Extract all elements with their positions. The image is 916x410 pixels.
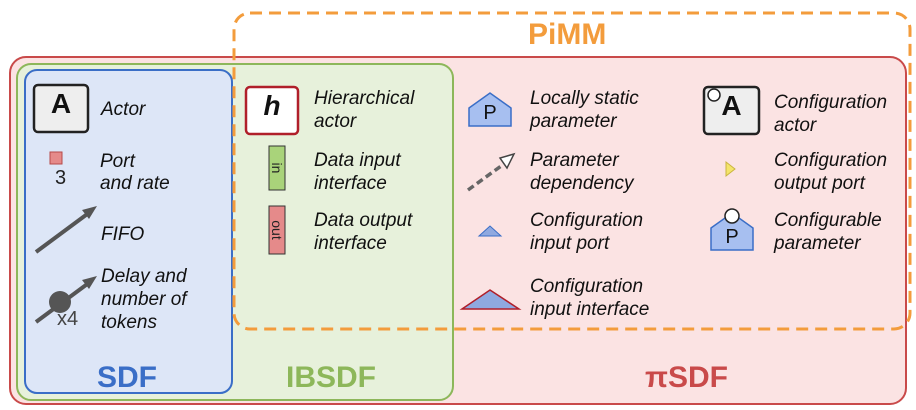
- data-input-glyph: in: [269, 162, 285, 174]
- configurable-parameter-icon: [710, 208, 754, 251]
- data-input-label-2: interface: [314, 173, 387, 194]
- configurable-parameter-label-1: Configurable: [774, 210, 882, 231]
- hierarchical-actor-label-1: Hierarchical: [314, 88, 415, 109]
- configuration-actor-icon: [702, 85, 761, 136]
- sdf-title: SDF: [97, 361, 157, 394]
- data-input-interface-icon: [268, 145, 286, 191]
- configuration-input-interface-icon: [459, 289, 522, 310]
- data-input-label-1: Data input: [314, 150, 401, 171]
- fifo-label: FIFO: [101, 224, 145, 245]
- port-label-2: and rate: [100, 173, 170, 194]
- configuration-input-interface-label-2: input interface: [530, 299, 650, 320]
- hierarchical-actor-glyph: h: [263, 90, 281, 121]
- delay-icon: [34, 276, 97, 324]
- configurable-parameter-glyph: P: [725, 226, 739, 248]
- parameter-dependency-label-1: Parameter: [530, 150, 619, 171]
- port-rate: 3: [55, 167, 67, 189]
- configuration-actor-label-1: Configuration: [774, 92, 888, 113]
- data-output-label-1: Data output: [314, 210, 413, 231]
- configuration-input-port-label-2: input port: [530, 233, 610, 254]
- delay-label-3: tokens: [101, 312, 157, 333]
- locally-static-parameter-label-1: Locally static: [530, 88, 639, 109]
- pimm-region: [232, 11, 912, 331]
- port-icon: [49, 151, 63, 165]
- configuration-output-port-label-1: Configuration: [774, 150, 888, 171]
- fifo-icon: [34, 206, 97, 254]
- configuration-output-port-label-2: output port: [774, 173, 865, 194]
- hierarchical-actor-icon: [244, 85, 300, 136]
- delay-label-2: number of: [101, 289, 187, 310]
- actor-label: Actor: [101, 99, 146, 120]
- configuration-input-port-icon: [477, 225, 503, 237]
- parameter-dependency-label-2: dependency: [530, 173, 634, 194]
- pisdf-title: πSDF: [645, 361, 728, 394]
- configurable-parameter-label-2: parameter: [774, 233, 861, 254]
- data-output-label-2: interface: [314, 233, 387, 254]
- configuration-actor-label-2: actor: [774, 115, 817, 136]
- actor-icon: [32, 83, 90, 134]
- delay-count: x4: [57, 308, 79, 330]
- port-label-1: Port: [100, 151, 135, 172]
- pimm-title: PiMM: [528, 18, 607, 51]
- ibsdf-title: IBSDF: [286, 361, 376, 394]
- locally-static-parameter-glyph: P: [483, 102, 497, 124]
- hierarchical-actor-label-2: actor: [314, 111, 357, 132]
- data-output-interface-icon: [268, 205, 286, 255]
- delay-label-1: Delay and: [101, 266, 187, 287]
- configuration-output-port-icon: [725, 160, 736, 178]
- locally-static-parameter-icon: [468, 92, 512, 127]
- configuration-input-port-label-1: Configuration: [530, 210, 644, 231]
- configuration-input-interface-label-1: Configuration: [530, 276, 644, 297]
- data-output-glyph: out: [269, 220, 285, 240]
- locally-static-parameter-label-2: parameter: [530, 111, 617, 132]
- configuration-actor-glyph: A: [721, 90, 742, 121]
- parameter-dependency-icon: [466, 152, 516, 192]
- sdf-region: [24, 69, 233, 394]
- actor-glyph: A: [50, 88, 72, 119]
